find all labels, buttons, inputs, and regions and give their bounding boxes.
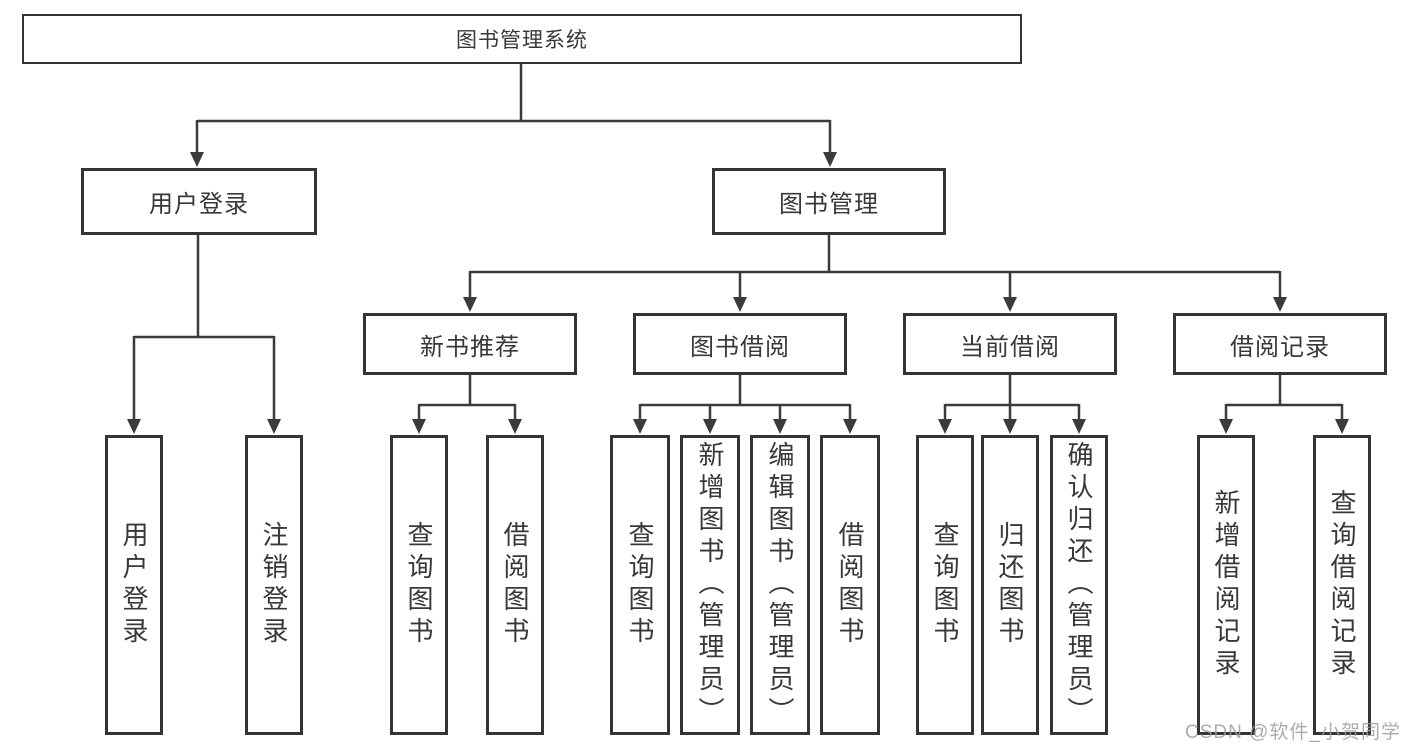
leaf-edit-book-admin-label: 编辑图书（管理员） xyxy=(765,441,795,729)
leaf-borrow-books-recommend: 借阅图书 xyxy=(486,435,544,735)
connector-user-login-branch xyxy=(127,235,281,434)
leaf-return-book-label: 归还图书 xyxy=(995,521,1025,649)
node-current-borrow: 当前借阅 xyxy=(903,313,1117,375)
leaf-add-book-admin: 新增图书（管理员） xyxy=(680,435,740,735)
node-book-borrow-label: 图书借阅 xyxy=(690,333,790,361)
leaf-return-book: 归还图书 xyxy=(981,435,1039,735)
node-new-book-recommend: 新书推荐 xyxy=(363,313,577,375)
leaf-query-borrow-record: 查询借阅记录 xyxy=(1313,435,1371,735)
connector-book-management-branch xyxy=(463,235,1287,312)
node-book-borrow: 图书借阅 xyxy=(633,313,847,375)
node-library-system-label: 图书管理系统 xyxy=(456,29,588,52)
node-book-management: 图书管理 xyxy=(712,168,946,235)
leaf-edit-book-admin: 编辑图书（管理员） xyxy=(750,435,810,735)
leaf-query-books-recommend: 查询图书 xyxy=(390,435,448,735)
leaf-add-book-admin-label: 新增图书（管理员） xyxy=(695,441,725,729)
leaf-add-borrow-record-label: 新增借阅记录 xyxy=(1211,489,1241,681)
leaf-borrow-books: 借阅图书 xyxy=(820,435,880,735)
leaf-user-login-label: 用户登录 xyxy=(119,521,149,649)
csdn-watermark: CSDN @软件_小贺同学 xyxy=(1185,722,1401,743)
node-user-login: 用户登录 xyxy=(81,168,317,235)
connector-root-to-level2 xyxy=(190,64,837,167)
node-current-borrow-label: 当前借阅 xyxy=(960,333,1060,361)
leaf-add-borrow-record: 新增借阅记录 xyxy=(1197,435,1255,735)
node-user-login-label: 用户登录 xyxy=(149,191,249,218)
node-library-system: 图书管理系统 xyxy=(22,14,1022,64)
node-borrow-records: 借阅记录 xyxy=(1173,313,1387,375)
leaf-borrow-books-recommend-label: 借阅图书 xyxy=(500,521,530,649)
leaf-query-books-recommend-label: 查询图书 xyxy=(404,521,434,649)
leaf-borrow-books-label: 借阅图书 xyxy=(835,521,865,649)
node-borrow-records-label: 借阅记录 xyxy=(1230,333,1330,361)
leaf-query-books-borrow-label: 查询图书 xyxy=(625,521,655,649)
leaf-query-books-borrow: 查询图书 xyxy=(610,435,670,735)
leaf-logout: 注销登录 xyxy=(245,435,303,735)
leaf-query-books-current-label: 查询图书 xyxy=(930,521,960,649)
connector-borrow-records-branch xyxy=(1219,375,1349,434)
node-book-management-label: 图书管理 xyxy=(779,191,879,218)
connector-current-borrow-branch xyxy=(938,375,1086,434)
leaf-query-books-current: 查询图书 xyxy=(916,435,974,735)
leaf-user-login: 用户登录 xyxy=(105,435,163,735)
leaf-confirm-return-admin: 确认归还（管理员） xyxy=(1050,435,1108,735)
leaf-confirm-return-admin-label: 确认归还（管理员） xyxy=(1064,441,1094,729)
connector-new-book-branch xyxy=(412,375,522,434)
connector-book-borrow-branch xyxy=(633,375,857,434)
leaf-query-borrow-record-label: 查询借阅记录 xyxy=(1327,489,1357,681)
leaf-logout-label: 注销登录 xyxy=(259,521,289,649)
node-new-book-recommend-label: 新书推荐 xyxy=(420,333,520,361)
